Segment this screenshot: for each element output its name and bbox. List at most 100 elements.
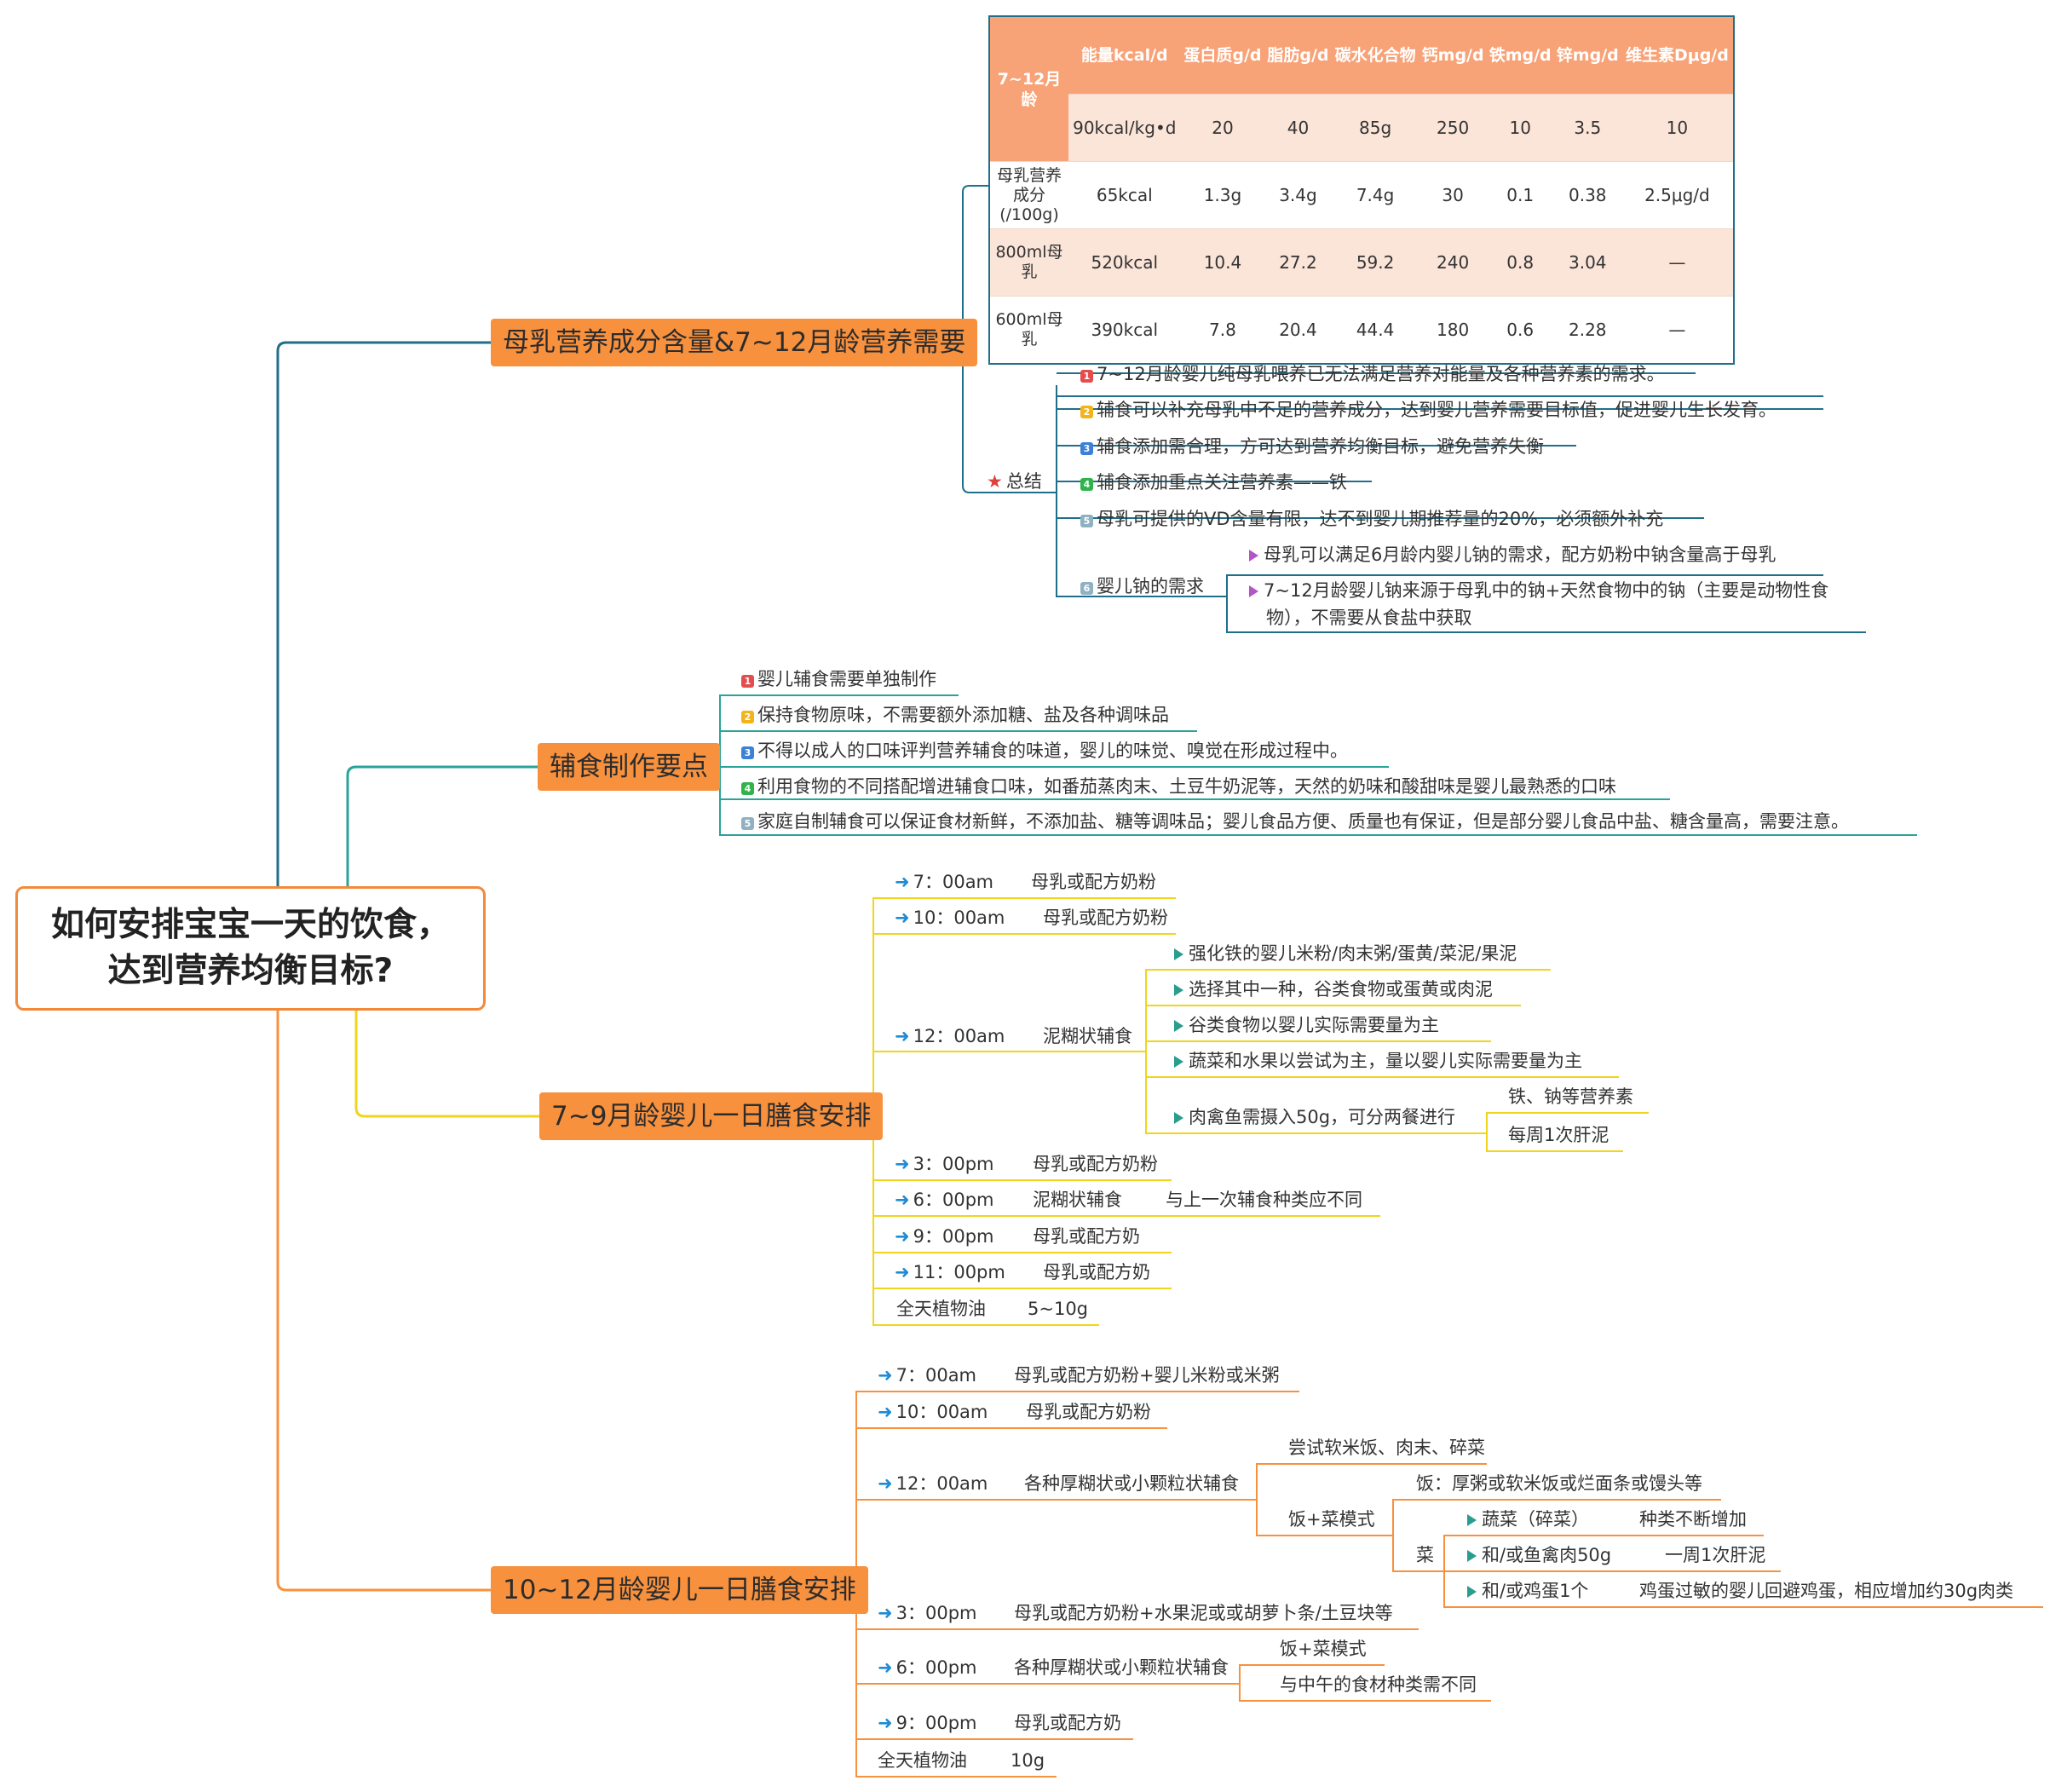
arrow-icon: ➜ [878, 1713, 893, 1733]
schedule-6pm[interactable]: ➜6：00pm [895, 1189, 993, 1211]
summary-text: 7~12月龄婴儿纯母乳喂养已无法满足营养对能量及各种营养素的需求。 [1097, 364, 1665, 384]
table-cell: — [1621, 228, 1734, 297]
table-cell: 10 [1621, 94, 1734, 162]
try-foods: 尝试软米饭、肉末、碎菜 [1288, 1438, 1485, 1458]
time-label: 10：00am [913, 908, 1005, 928]
table-cell: 27.2 [1264, 228, 1332, 297]
priority-6-icon: 6 [1080, 582, 1093, 595]
veg-item-3[interactable]: 和/或鸡蛋1个 [1467, 1580, 1588, 1602]
veg-item-1-note: 种类不断增加 [1639, 1509, 1747, 1530]
veg-text: 和/或鸡蛋1个 [1482, 1581, 1589, 1601]
branch-breastmilk-nutrition[interactable]: 母乳营养成分含量&7~12月龄营养需要 [491, 319, 978, 366]
sub-text: 谷类食物以婴儿实际需要量为主 [1189, 1015, 1439, 1035]
table-header: 铁mg/d [1486, 16, 1554, 95]
flag-icon [1467, 1586, 1477, 1598]
branch-7-9-month-schedule[interactable]: 7~9月龄婴儿一日膳食安排 [539, 1092, 884, 1140]
veg-text: 和/或鱼禽肉50g [1482, 1545, 1612, 1565]
time-label: 7：00am [895, 1365, 977, 1386]
summary-label: 总结 [1005, 471, 1042, 492]
schedule-6pm-note: 与中午的食材种类需不同 [1280, 1674, 1477, 1695]
priority-2-icon: 2 [1080, 406, 1093, 418]
schedule-oil[interactable]: 全天植物油 [878, 1750, 967, 1771]
table-cell: 0.1 [1486, 161, 1554, 229]
priority-4-icon: 4 [741, 782, 754, 795]
summary-text: 婴儿钠的需求 [1097, 576, 1204, 596]
tip-text: 保持食物原味，不需要额外添加糖、盐及各种调味品 [757, 705, 1169, 725]
schedule-7am[interactable]: ➜7：00am [895, 871, 993, 893]
branch-complementary-food-tips[interactable]: 辅食制作要点 [538, 743, 720, 791]
summary-text: 母乳可提供的VD含量有限，达不到婴儿期推荐量的20%，必须额外补充 [1097, 509, 1664, 529]
tip-text: 家庭自制辅食可以保证食材新鲜，不添加盐、糖等调味品；婴儿食品方便、质量也有保证，… [757, 811, 1849, 832]
table-header: 钙mg/d [1419, 16, 1487, 95]
sub-text: 蔬菜和水果以尝试为主，量以婴儿实际需要量为主 [1189, 1051, 1582, 1071]
time-label: 10：00am [895, 1402, 988, 1422]
time-label: 9：00pm [913, 1226, 994, 1247]
schedule-3pm[interactable]: ➜3：00pm [895, 1153, 993, 1175]
sodium-item-2[interactable]: 7~12月龄婴儿钠来源于母乳中的钠+天然食物中的钠（主要是动物性食 [1249, 579, 1828, 602]
rice-detail: 饭：厚粥或软米饭或烂面条或馒头等 [1416, 1473, 1702, 1494]
schedule-12am[interactable]: ➜12：00am [895, 1025, 1005, 1047]
meat-note-2: 每周1次肝泥 [1508, 1125, 1609, 1145]
sub-text: 选择其中一种，谷类食物或蛋黄或肉泥 [1189, 979, 1493, 1000]
sub-text: 肉禽鱼需摄入50g，可分两餐进行 [1189, 1107, 1456, 1127]
sodium-item-2-cont: 物），不需要从食盐中获取 [1266, 608, 1472, 628]
flag-icon [1174, 1112, 1183, 1124]
schedule-10am[interactable]: ➜10：00am [878, 1401, 988, 1423]
summary-node[interactable]: ★总结 [987, 470, 1042, 493]
puree-sub-2[interactable]: 选择其中一种，谷类食物或蛋黄或肉泥 [1174, 978, 1493, 1000]
schedule-7am[interactable]: ➜7：00am [878, 1364, 976, 1386]
table-cell: 20 [1180, 94, 1265, 162]
table-corner-label: 7~12月龄 [989, 16, 1068, 162]
time-label: 12：00am [913, 1026, 1005, 1046]
puree-sub-1[interactable]: 强化铁的婴儿米粉/肉末粥/蛋黄/菜泥/果泥 [1174, 942, 1517, 965]
veg-item-2[interactable]: 和/或鱼禽肉50g [1467, 1544, 1611, 1566]
arrow-icon: ➜ [895, 908, 910, 928]
priority-5-icon: 5 [741, 817, 754, 830]
priority-2-icon: 2 [741, 711, 754, 723]
arrow-icon: ➜ [895, 1154, 910, 1174]
root-topic[interactable]: 如何安排宝宝一天的饮食， 达到营养均衡目标? [15, 886, 486, 1011]
summary-item-6[interactable]: 6 婴儿钠的需求 [1080, 575, 1204, 597]
branch-10-12-month-schedule[interactable]: 10~12月龄婴儿一日膳食安排 [491, 1566, 868, 1614]
puree-sub-5[interactable]: 肉禽鱼需摄入50g，可分两餐进行 [1174, 1106, 1455, 1128]
schedule-6pm[interactable]: ➜6：00pm [878, 1657, 976, 1679]
schedule-7am-food: 母乳或配方奶粉+婴儿米粉或米粥 [1014, 1365, 1280, 1386]
row-label: 母乳营养成分(/100g) [989, 161, 1068, 229]
puree-sub-3[interactable]: 谷类食物以婴儿实际需要量为主 [1174, 1014, 1439, 1036]
sodium-item-1[interactable]: 母乳可以满足6月龄内婴儿钠的需求，配方奶粉中钠含量高于母乳 [1249, 544, 1776, 566]
table-header: 能量kcal/d [1068, 16, 1181, 95]
table-cell: 2.28 [1553, 296, 1621, 365]
table-cell: 59.2 [1331, 228, 1419, 297]
meat-note-1: 铁、钠等营养素 [1508, 1086, 1633, 1107]
time-label: 12：00am [895, 1473, 988, 1494]
veg-item-1[interactable]: 蔬菜（碎菜） [1467, 1508, 1589, 1530]
schedule-9pm[interactable]: ➜9：00pm [895, 1225, 993, 1247]
summary-text: 辅食添加重点关注营养素——铁 [1097, 472, 1347, 493]
schedule-9pm[interactable]: ➜9：00pm [878, 1712, 976, 1734]
table-cell: 250 [1419, 94, 1487, 162]
summary-text: 辅食添加需合理，方可达到营养均衡目标，避免营养失衡 [1097, 436, 1544, 457]
puree-sub-4[interactable]: 蔬菜和水果以尝试为主，量以婴儿实际需要量为主 [1174, 1050, 1582, 1072]
veg-label: 菜 [1416, 1545, 1434, 1565]
arrow-icon: ➜ [878, 1473, 893, 1494]
arrow-icon: ➜ [878, 1365, 893, 1386]
schedule-oil[interactable]: 全天植物油 [896, 1299, 986, 1319]
table-header: 脂肪g/d [1264, 16, 1332, 95]
table-cell: 3.5 [1553, 94, 1621, 162]
schedule-12am[interactable]: ➜12：00am [878, 1472, 988, 1495]
schedule-3pm[interactable]: ➜3：00pm [878, 1602, 976, 1624]
tip-text: 不得以成人的口味评判营养辅食的味道，婴儿的味觉、嗅觉在形成过程中。 [757, 740, 1348, 761]
table-row: 800ml母乳 520kcal 10.4 27.2 59.2 240 0.8 3… [989, 228, 1734, 297]
schedule-10am[interactable]: ➜10：00am [895, 907, 1005, 929]
schedule-11pm[interactable]: ➜11：00pm [895, 1261, 1005, 1283]
